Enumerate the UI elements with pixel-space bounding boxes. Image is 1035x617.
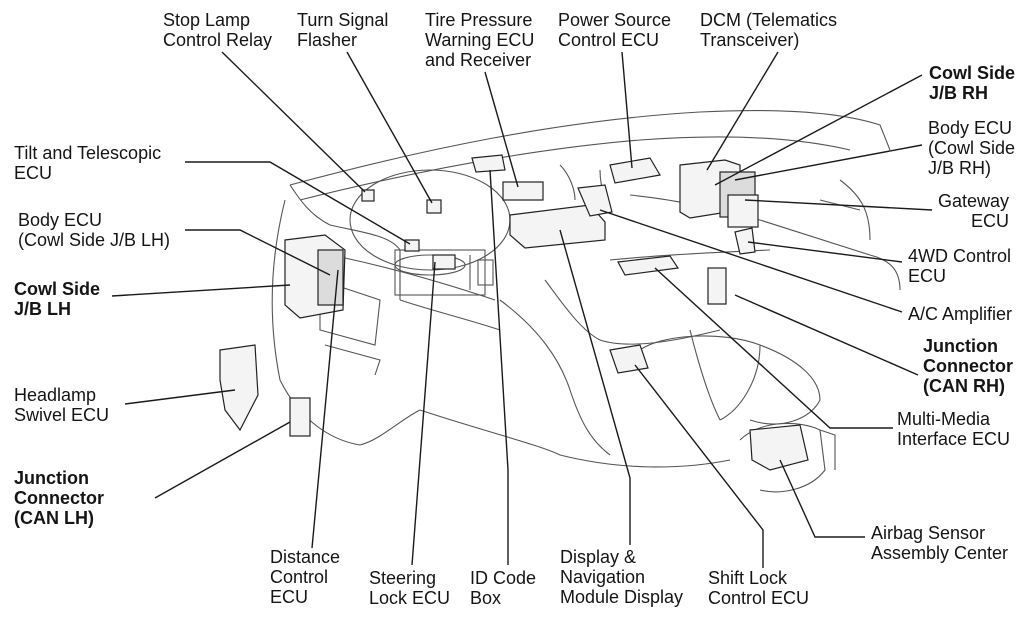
label-turn-signal-flasher: Turn Signal Flasher [297, 10, 389, 50]
turn-signal-flasher-part [426, 199, 442, 214]
shift-lock-ecu-part [609, 344, 649, 374]
label-stop-lamp-control-relay: Stop Lamp Control Relay [163, 10, 273, 50]
label-display-navigation-module: Display & Navigation Module Display [560, 547, 684, 607]
label-dcm-telematics: DCM (Telematics Transceiver) [700, 10, 838, 50]
dashboard-outline [271, 109, 901, 493]
label-junction-connector-can-lh: Junction Connector (CAN LH) [14, 468, 104, 528]
label-junction-connector-can-rh: Junction Connector (CAN RH) [923, 336, 1013, 396]
label-airbag-sensor-assembly-center: Airbag Sensor Assembly Center [871, 523, 1009, 563]
label-body-ecu-rh: Body ECU (Cowl Side J/B RH) [928, 118, 1016, 178]
label-body-ecu-lh: Body ECU (Cowl Side J/B LH) [18, 210, 171, 250]
leader-lines [111, 51, 933, 568]
fourwd-ecu-part [734, 227, 756, 255]
stop-lamp-relay-part [361, 189, 375, 202]
steering-lock-ecu-part [432, 254, 456, 270]
label-cowl-side-jb-rh: Cowl Side J/B RH [929, 63, 1016, 103]
dcm-part [577, 184, 613, 217]
power-source-ecu-part [609, 157, 661, 184]
tire-pressure-ecu-part [502, 181, 544, 201]
tilt-telescopic-ecu-part [404, 239, 420, 252]
label-steering-lock-ecu: Steering Lock ECU [369, 568, 451, 608]
label-power-source-control-ecu: Power Source Control ECU [558, 10, 672, 50]
junction-connector-lh-part [289, 397, 311, 437]
id-code-box-part [471, 154, 506, 173]
label-tire-pressure-warning-ecu: Tire Pressure Warning ECU and Receiver [425, 10, 535, 70]
junction-connector-rh-part [707, 267, 727, 305]
label-gateway-ecu: Gateway ECU [938, 191, 1010, 231]
headlamp-swivel-ecu-part [219, 344, 259, 432]
components [219, 154, 809, 471]
label-tilt-telescopic-ecu: Tilt and Telescopic ECU [14, 143, 162, 183]
label-cowl-side-jb-lh: Cowl Side J/B LH [14, 279, 101, 319]
label-id-code-box: ID Code Box [470, 568, 537, 608]
label-headlamp-swivel-ecu: Headlamp Swivel ECU [14, 385, 110, 425]
label-distance-control-ecu: Distance Control ECU [270, 547, 341, 607]
body-ecu-lh-part [317, 249, 344, 306]
label-ac-amplifier: A/C Amplifier [908, 304, 1013, 324]
label-4wd-control-ecu: 4WD Control ECU [908, 246, 1012, 286]
multimedia-interface-part [617, 255, 680, 276]
label-multi-media-interface-ecu: Multi-Media Interface ECU [897, 409, 1011, 449]
label-shift-lock-control-ecu: Shift Lock Control ECU [708, 568, 810, 608]
airbag-sensor-part [749, 424, 809, 471]
